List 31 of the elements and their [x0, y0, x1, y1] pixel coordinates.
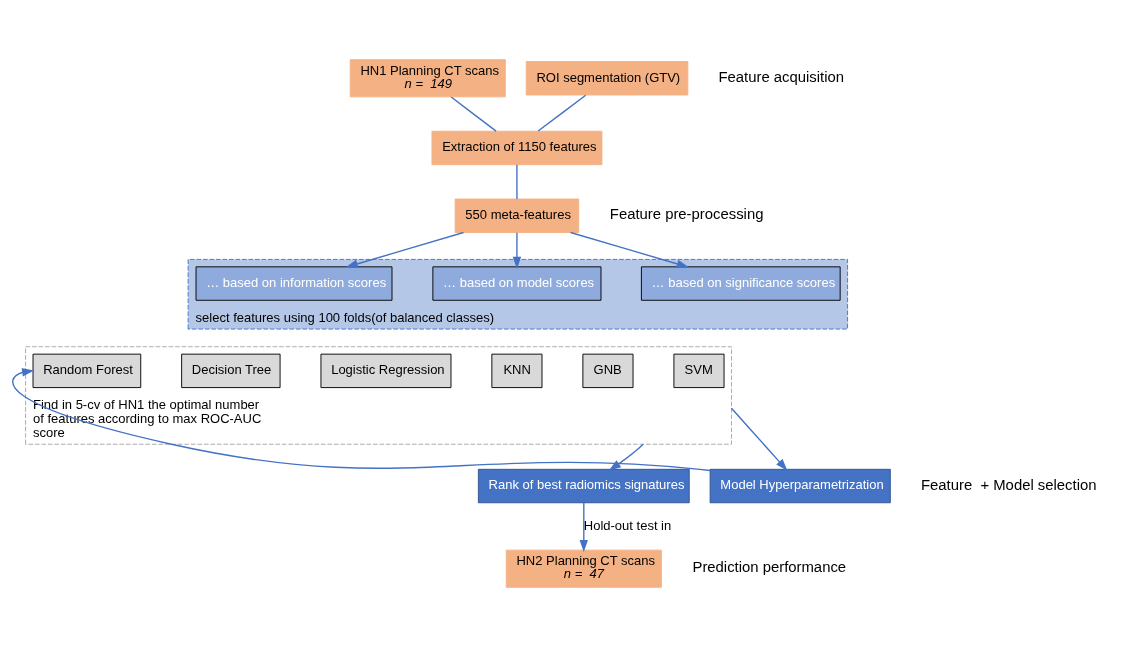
node-box: Logistic Regression: [320, 353, 452, 388]
node-box: ROI segmentation (GTV): [525, 60, 689, 95]
arrow: [569, 231, 689, 268]
node-box: Decision Tree: [181, 353, 281, 388]
node-box: Random Forest: [32, 353, 142, 388]
node-box: Extraction of 1150 features: [431, 130, 603, 165]
edge-label: Hold-out test in: [583, 517, 672, 533]
node-box: KNN: [491, 353, 543, 388]
label: Feature acquisition: [718, 68, 845, 85]
arrow: [608, 443, 644, 470]
node-box: … based on significance scores: [640, 265, 841, 301]
node-box: HN1 Planning CT scans n = 149: [349, 58, 506, 97]
node-box: HN2 Planning CT scans n = 47: [505, 549, 662, 588]
node-box: GNB: [582, 353, 634, 388]
node-box: Rank of best radiomics signatures: [477, 468, 690, 503]
node-box: … based on information scores: [195, 265, 393, 301]
arrow: [12, 367, 711, 471]
arrow: [730, 407, 788, 471]
node-box: Model Hyperparametrization: [709, 468, 891, 503]
connector: [516, 163, 518, 200]
arrow: [579, 501, 589, 552]
node-box: SVM: [673, 353, 725, 388]
arrow: [345, 231, 465, 268]
connector: [537, 94, 587, 132]
arrow: [512, 231, 522, 269]
label: Feature + Model selection: [920, 476, 1097, 493]
node-box: 550 meta-features: [454, 198, 580, 233]
label: Prediction performance: [692, 558, 847, 575]
label: Feature pre-processing: [609, 205, 764, 222]
node-box: … based on model scores: [432, 265, 602, 301]
connector: [450, 95, 497, 132]
